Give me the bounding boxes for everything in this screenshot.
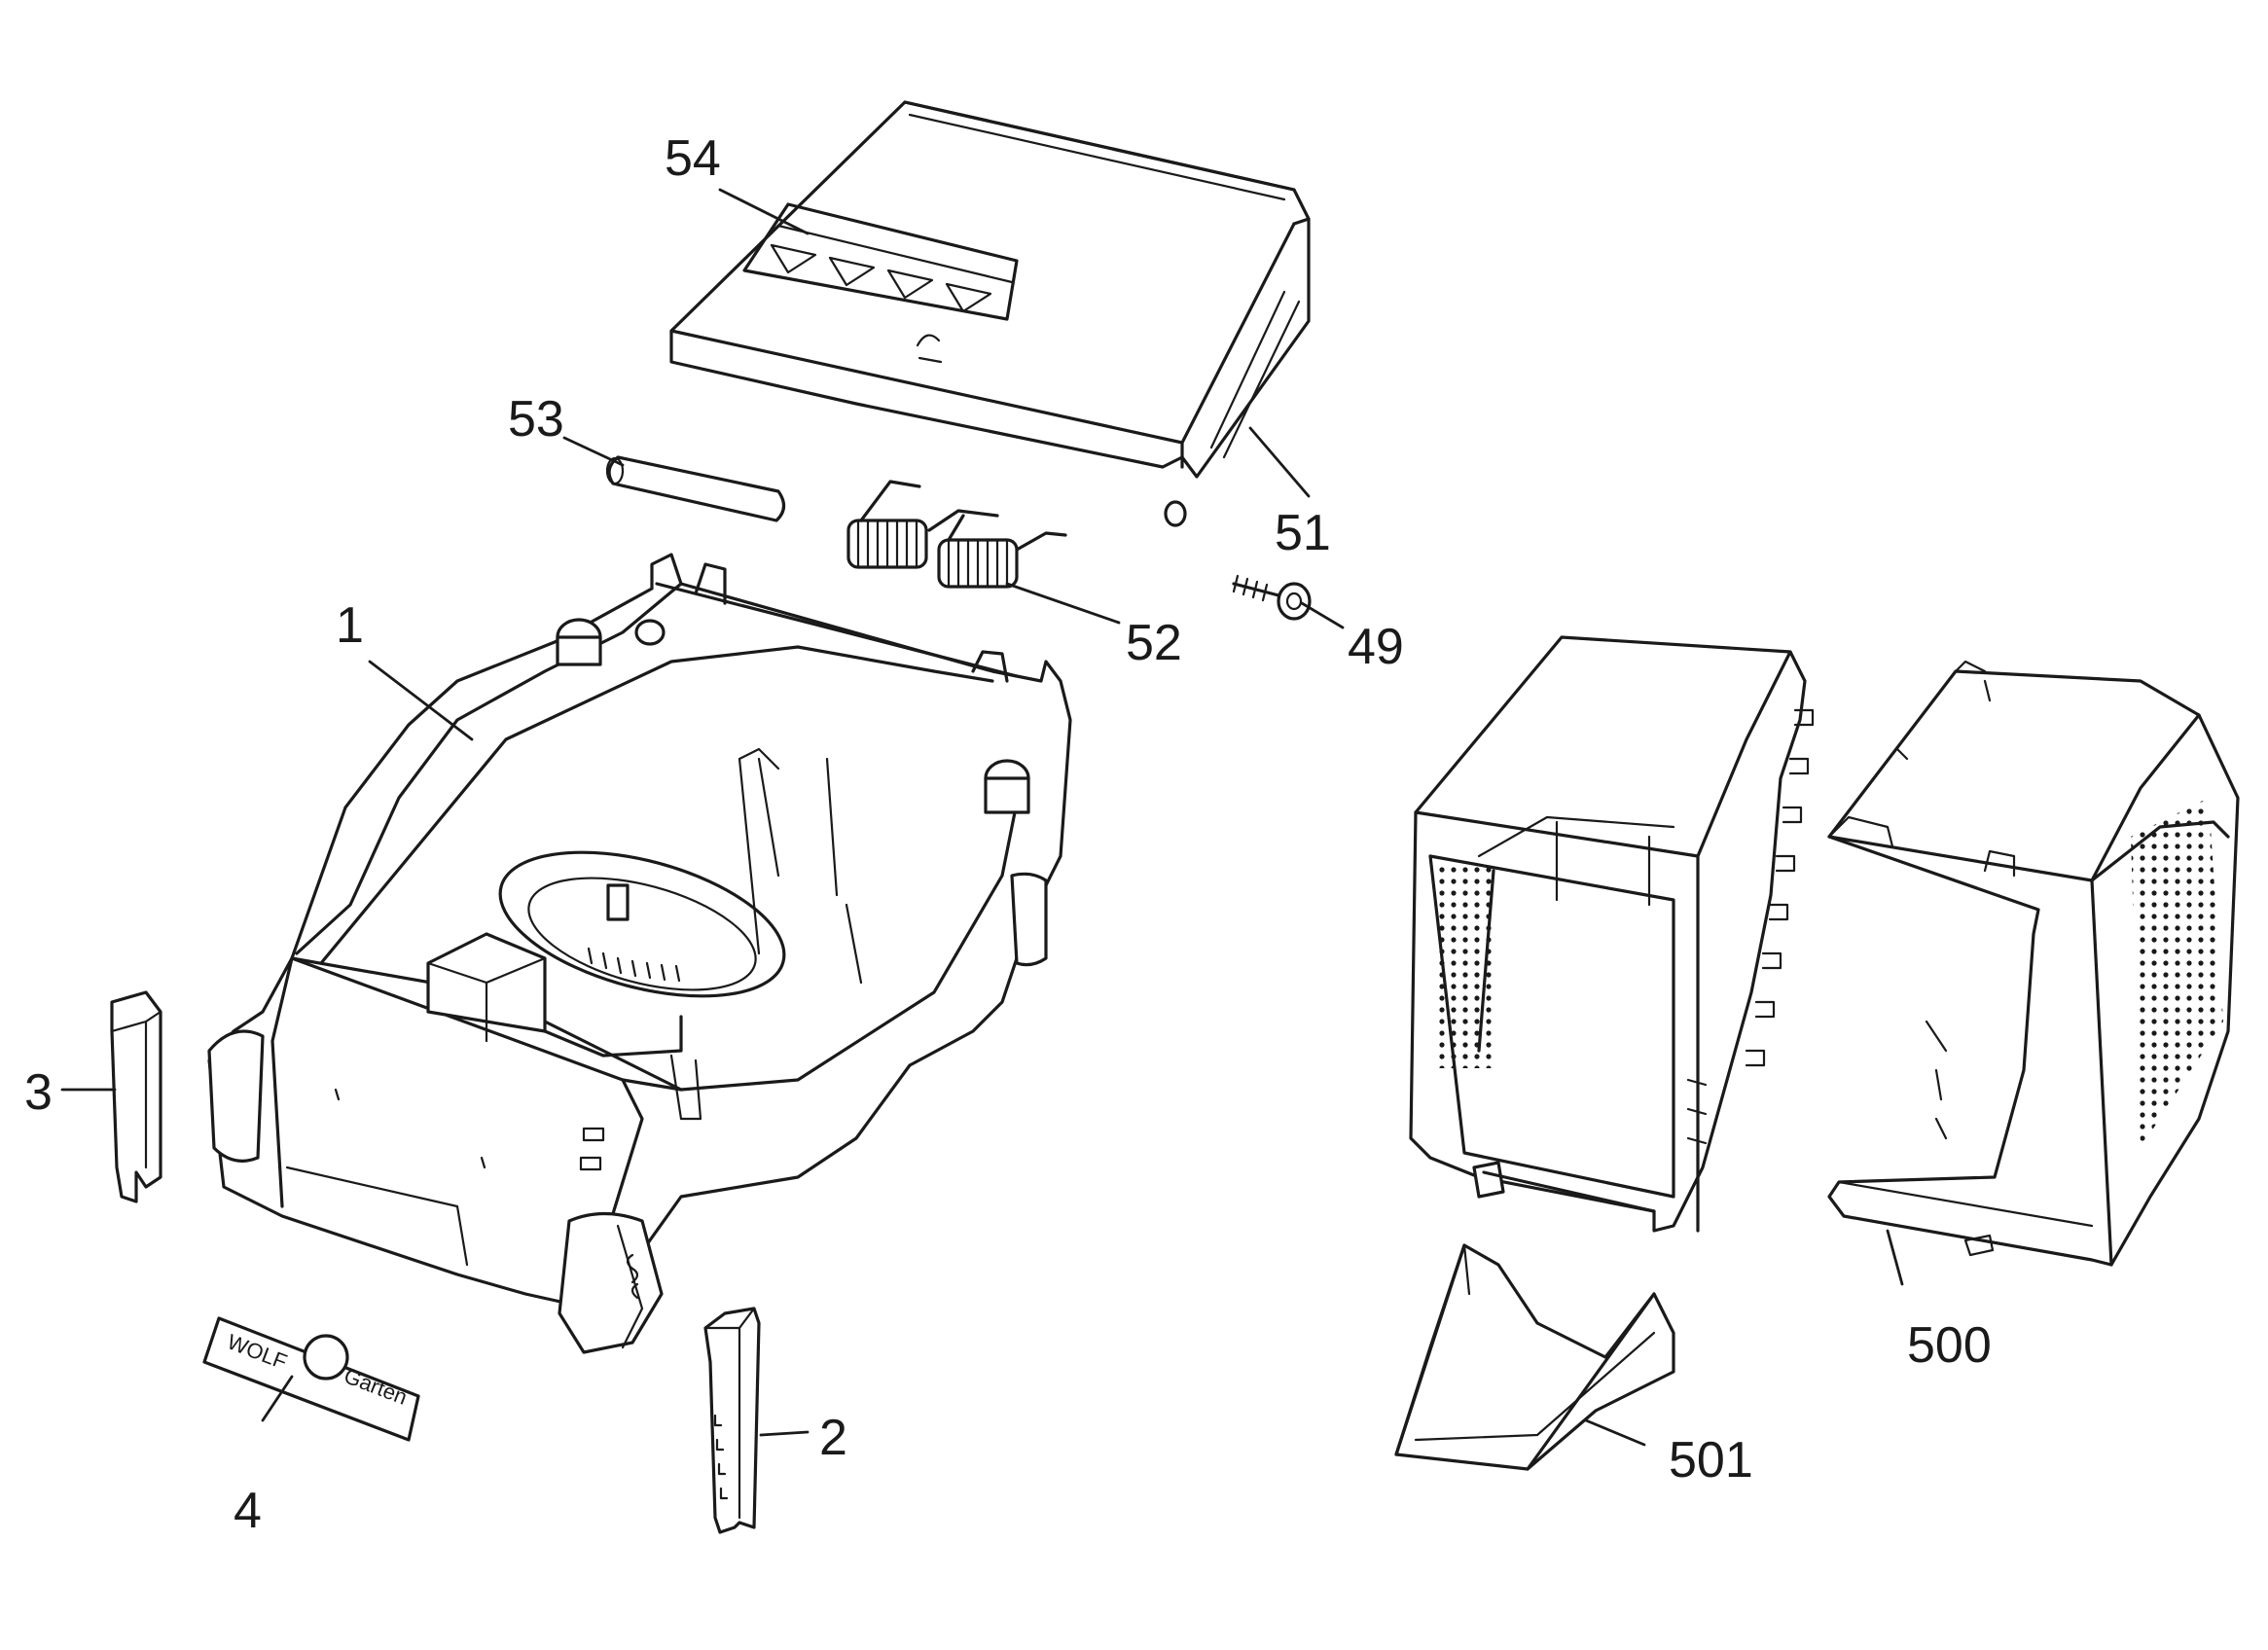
callouts: 54 53 51 52 49 1 3 2 4 500 501	[24, 130, 1992, 1539]
screw	[1232, 574, 1312, 621]
part-2-insert	[703, 1307, 761, 1534]
label-54: 54	[665, 130, 721, 187]
leader-lines	[60, 188, 1904, 1447]
grass-chute	[1394, 1243, 1675, 1471]
label-52: 52	[1126, 615, 1182, 671]
label-51: 51	[1275, 505, 1331, 561]
mesh-right	[2131, 798, 2223, 1148]
grass-catcher-box	[1409, 635, 2240, 1267]
label-2: 2	[819, 1410, 847, 1466]
arrow-label-panel	[742, 202, 1019, 321]
label-53: 53	[508, 391, 564, 448]
hinge-rod	[605, 455, 786, 522]
label-500: 500	[1907, 1317, 1992, 1374]
wolf-garten-badge: WOLF Garten	[202, 1316, 420, 1442]
label-1: 1	[336, 597, 364, 654]
mesh-left	[1438, 864, 1492, 1068]
label-4: 4	[234, 1483, 262, 1539]
label-3: 3	[24, 1064, 53, 1121]
mower-housing	[207, 553, 1072, 1354]
torsion-springs	[846, 480, 1067, 589]
rear-flap-cover	[669, 100, 1311, 527]
part-3-insert	[110, 990, 162, 1203]
label-49: 49	[1348, 619, 1404, 675]
label-501: 501	[1669, 1432, 1753, 1489]
